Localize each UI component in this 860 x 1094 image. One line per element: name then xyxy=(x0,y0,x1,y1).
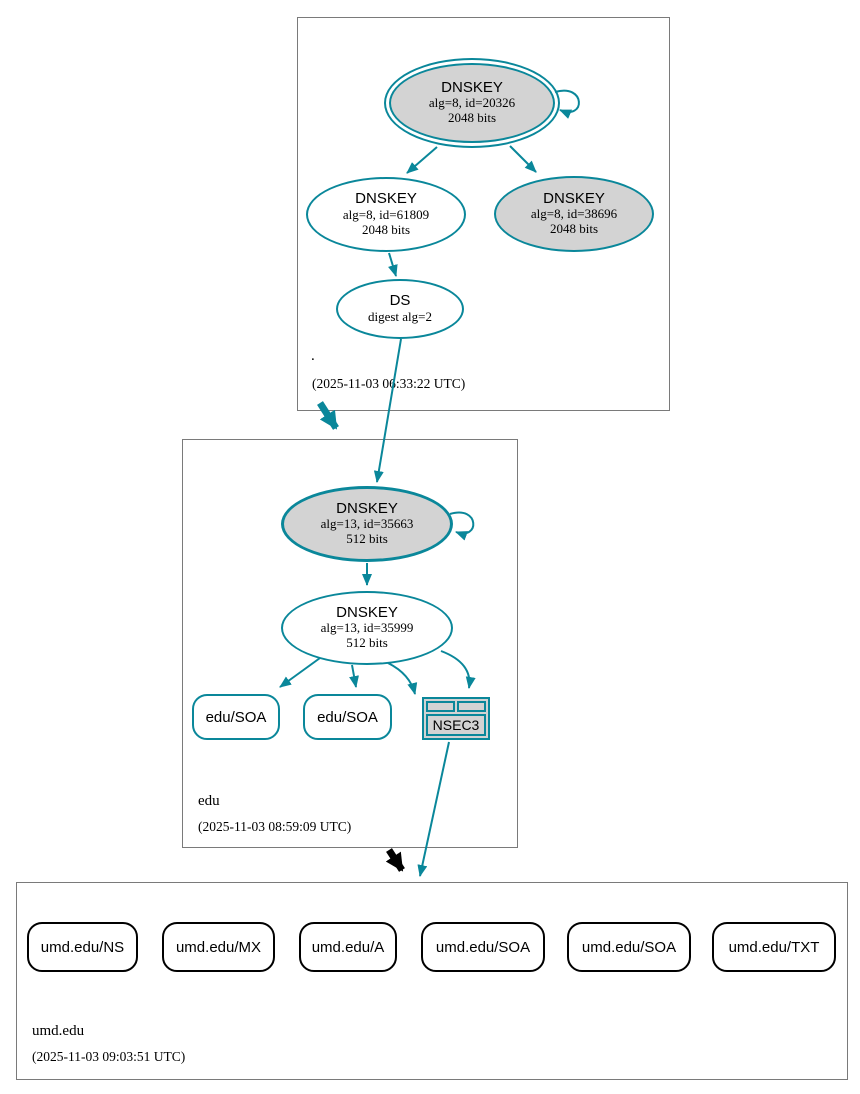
rrset-node-umd-edu-soa-1[interactable]: umd.edu/SOA xyxy=(421,922,545,972)
ds-node-edu[interactable]: DS digest alg=2 xyxy=(336,279,464,339)
zone-label-umd-edu: umd.edu xyxy=(32,1023,85,1039)
zone-box-edu xyxy=(182,439,518,848)
rrset-node-edu-soa-2[interactable]: edu/SOA xyxy=(303,694,392,740)
nsec3-node-edu[interactable]: NSEC3 xyxy=(422,697,490,740)
rrset-node-umd-edu-soa-2[interactable]: umd.edu/SOA xyxy=(567,922,691,972)
rrset-node-umd-edu-ns[interactable]: umd.edu/NS xyxy=(27,922,138,972)
zone-timestamp-umd-edu: (2025-11-03 09:03:51 UTC) xyxy=(32,1049,186,1064)
rrset-node-umd-edu-mx[interactable]: umd.edu/MX xyxy=(162,922,275,972)
dnskey-node-edu-ksk-35663[interactable]: DNSKEY alg=13, id=35663 512 bits xyxy=(281,486,453,562)
dnskey-node-root-38696[interactable]: DNSKEY alg=8, id=38696 2048 bits xyxy=(494,176,654,252)
zone-timestamp-root: (2025-11-03 06:33:22 UTC) xyxy=(312,376,466,391)
zone-timestamp-edu: (2025-11-03 08:59:09 UTC) xyxy=(198,819,352,834)
rrset-node-umd-edu-txt[interactable]: umd.edu/TXT xyxy=(712,922,836,972)
zone-label-root: . xyxy=(311,348,315,364)
dnskey-node-edu-zsk-35999[interactable]: DNSKEY alg=13, id=35999 512 bits xyxy=(281,591,453,665)
zone-label-edu: edu xyxy=(198,793,220,809)
rrset-node-umd-edu-a[interactable]: umd.edu/A xyxy=(299,922,397,972)
rrset-node-edu-soa-1[interactable]: edu/SOA xyxy=(192,694,280,740)
dnskey-node-root-zsk-61809[interactable]: DNSKEY alg=8, id=61809 2048 bits xyxy=(306,177,466,252)
nsec3-port-cell-left xyxy=(426,701,455,712)
dnskey-node-root-ksk-20326[interactable]: DNSKEY alg=8, id=20326 2048 bits xyxy=(384,58,560,148)
edge-delegation-edu-to-umd-edu xyxy=(385,848,405,872)
zone-box-umd-edu xyxy=(16,882,848,1080)
dnskey-node-root-ksk-20326-inner: DNSKEY alg=8, id=20326 2048 bits xyxy=(389,63,555,143)
nsec3-port-cell-right xyxy=(457,701,486,712)
zone-box-root xyxy=(297,17,670,411)
nsec3-ports xyxy=(426,701,486,712)
